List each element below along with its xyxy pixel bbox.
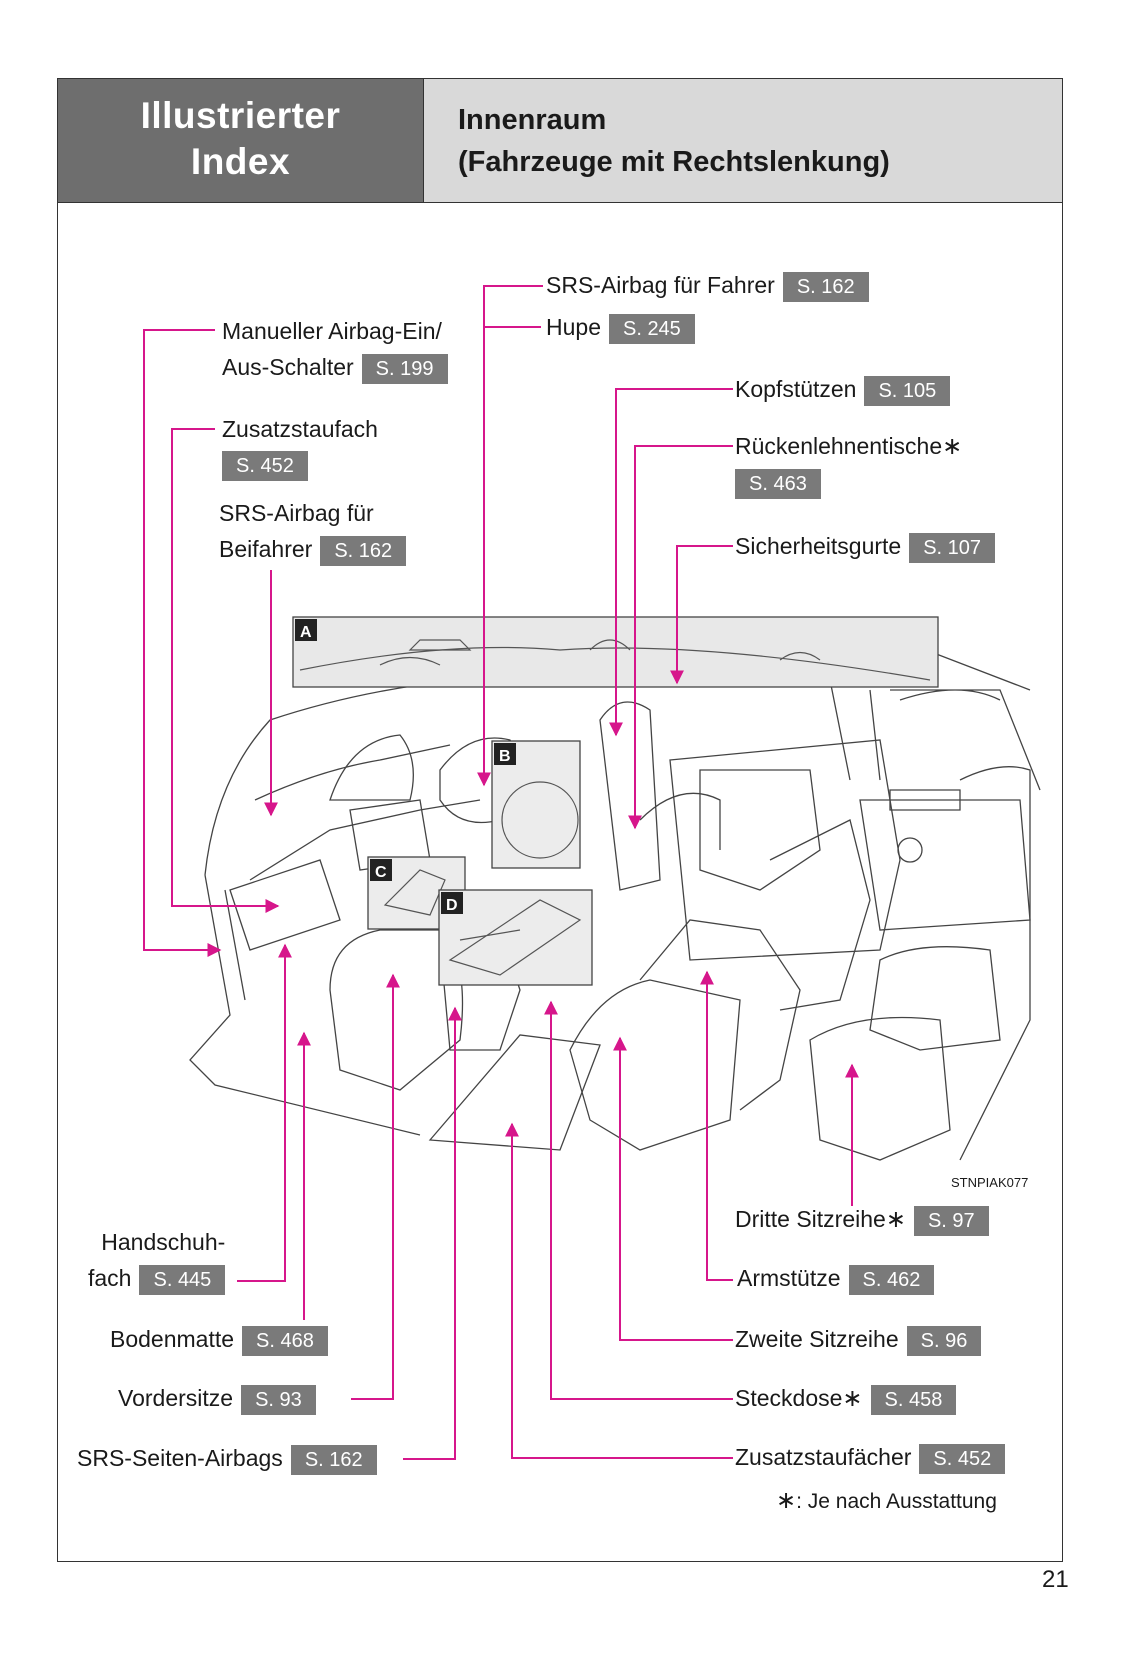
footnote: ∗: Je nach Ausstattung [776, 1487, 997, 1514]
page-ref-bodenmatte[interactable]: S. 468 [242, 1325, 328, 1356]
page-title: Innenraum (Fahrzeuge mit Rechtslenkung) [423, 78, 1063, 203]
page-ref-rueckenlehnentische[interactable]: S. 463 [735, 468, 821, 499]
page-ref-srs-seiten[interactable]: S. 162 [290, 1444, 377, 1475]
page-ref-airbag-schalter[interactable]: S. 199 [361, 353, 448, 384]
leader-zusatzstaufaecher [505, 1122, 733, 1459]
inset-label-a: A [300, 624, 312, 641]
page-ref-hupe[interactable]: S. 245 [608, 313, 695, 344]
section-title: Illustrierter Index [57, 78, 424, 203]
leader-handschuhfach [237, 943, 292, 1282]
leader-zusatzstaufach [171, 428, 280, 913]
leader-armstuetze [700, 970, 733, 1281]
page-ref-steckdose[interactable]: S. 458 [870, 1384, 957, 1415]
section-title-line2: Index [190, 141, 291, 182]
footnote-star-icon: ∗ [842, 1385, 863, 1412]
label-rueckenlehnentische: Rückenlehnentische∗ S. 463 [735, 432, 962, 499]
leader-kopfstuetzen [609, 388, 733, 737]
leader-steckdose [544, 1000, 733, 1400]
footnote-star-icon: ∗ [942, 433, 963, 460]
label-steckdose: Steckdose∗S. 458 [735, 1384, 957, 1415]
page-title-line2: (Fahrzeuge mit Rechtslenkung) [458, 146, 890, 178]
leader-airbag-schalter [143, 329, 222, 957]
page-ref-handschuhfach[interactable]: S. 445 [139, 1264, 226, 1295]
inset-label-d: D [446, 897, 458, 914]
inset-d [438, 889, 593, 986]
leader-srs-seiten [403, 1006, 462, 1460]
inset-label-c: C [375, 864, 387, 881]
page-number: 21 [1042, 1566, 1069, 1593]
page-ref-zweite-sitzreihe[interactable]: S. 96 [906, 1325, 982, 1356]
page-ref-sicherheitsgurte[interactable]: S. 107 [909, 532, 996, 563]
leader-lines [143, 285, 859, 1460]
page-ref-vordersitze[interactable]: S. 93 [241, 1384, 316, 1415]
leader-srs-fahrer [477, 285, 543, 787]
image-code: STNPIAK077 [951, 1175, 1029, 1190]
page-ref-srs-fahrer[interactable]: S. 162 [782, 271, 869, 302]
page-ref-srs-beifahrer[interactable]: S. 162 [320, 535, 407, 566]
leader-zweite-sitzreihe [613, 1036, 733, 1341]
label-zusatzstaufach: Zusatzstaufach S. 452 [222, 415, 378, 481]
inset-b [491, 740, 581, 869]
leader-vordersitze [351, 973, 400, 1400]
leader-sicherheitsgurte [670, 545, 733, 685]
inset-label-b: B [499, 748, 511, 765]
page-ref-armstuetze[interactable]: S. 462 [848, 1264, 935, 1295]
section-title-line1: Illustrierter [140, 95, 341, 136]
label-dritte-sitzreihe: Dritte Sitzreihe∗S. 97 [735, 1205, 989, 1236]
page-title-line1: Innenraum [458, 104, 607, 136]
footnote-star-icon: ∗ [776, 1487, 797, 1514]
page-ref-dritte-sitzreihe[interactable]: S. 97 [913, 1205, 989, 1236]
leader-rueckenlehnentische [628, 445, 733, 830]
footnote-star-icon: ∗ [885, 1206, 906, 1233]
page-ref-kopfstuetzen[interactable]: S. 105 [864, 375, 951, 406]
page-ref-zusatzstaufach[interactable]: S. 452 [222, 450, 308, 481]
page-ref-zusatzstaufaecher[interactable]: S. 452 [919, 1443, 1006, 1474]
